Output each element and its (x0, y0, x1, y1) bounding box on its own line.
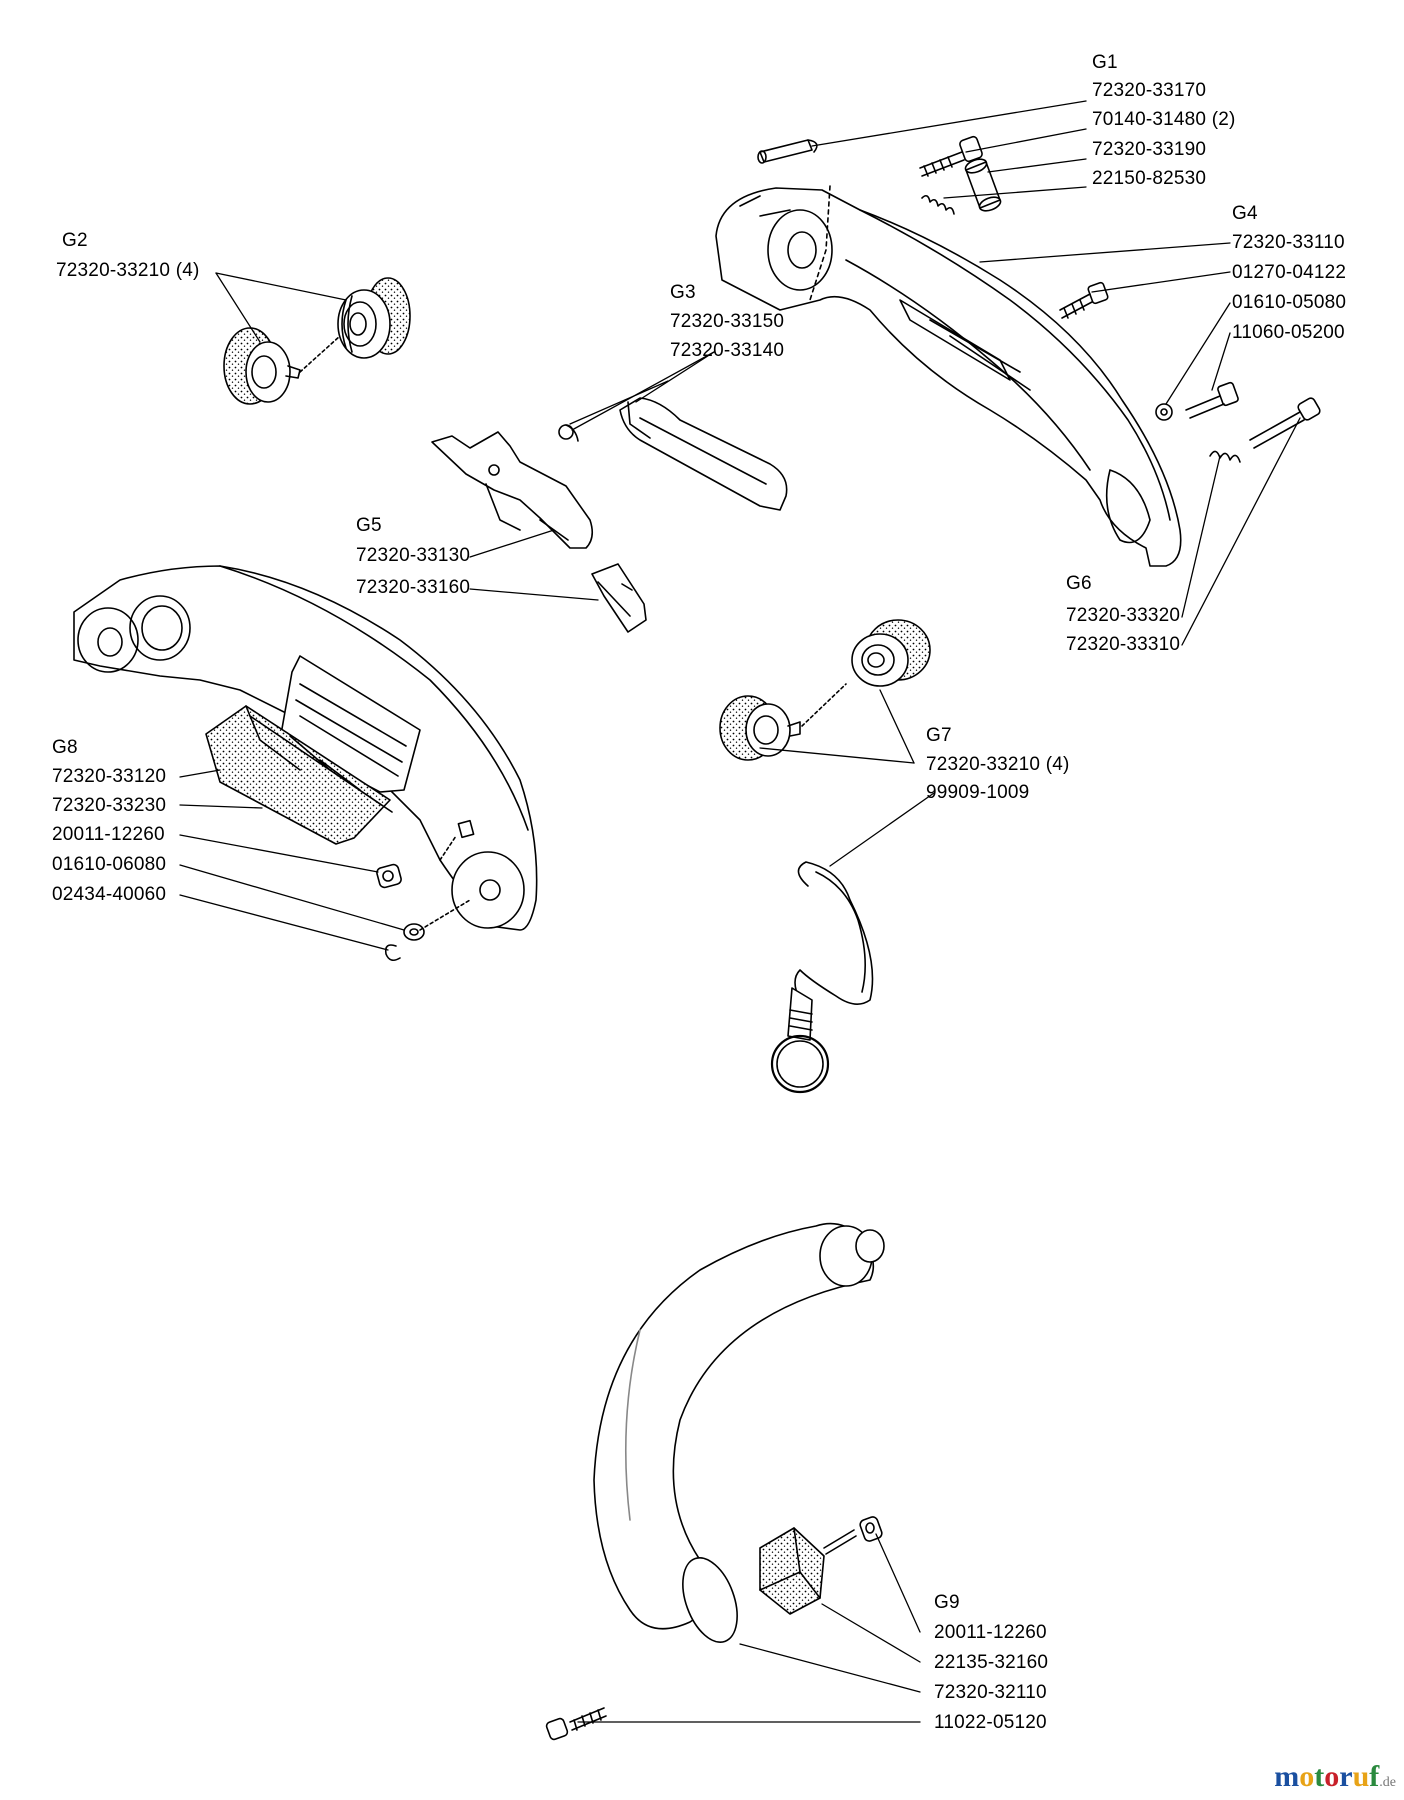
part-number: 70140-31480 (1092, 109, 1207, 130)
watermark-letter: r (1339, 1760, 1353, 1793)
part-number: 72320-33170 (1092, 80, 1207, 101)
watermark-letter: f (1369, 1760, 1380, 1793)
part-number-row: 72320-33210 (4) (56, 260, 200, 282)
part-number: 72320-33140 (670, 340, 785, 361)
group-label-g4: G4 (1232, 203, 1258, 224)
part-number: 72320-33320 (1066, 605, 1181, 626)
square-nut-part (457, 819, 475, 839)
part-number: 22150-82530 (1092, 168, 1207, 189)
damper-part (223, 327, 301, 405)
washer-part (1155, 403, 1173, 421)
part-number: 72320-33110 (1232, 232, 1345, 253)
group-label-g8: G8 (52, 737, 78, 758)
damper-part (337, 277, 411, 359)
part-number: 72320-33160 (356, 577, 471, 598)
quantity: (4) (175, 260, 200, 281)
watermark-letter: o (1324, 1760, 1340, 1793)
part-number: 11060-05200 (1232, 322, 1345, 343)
watermark-tld: .de (1379, 1775, 1396, 1790)
nut-part (859, 1516, 883, 1542)
throttle-lever (431, 431, 594, 549)
lock-part (591, 563, 647, 633)
part-number: 72320-33210 (926, 754, 1041, 775)
part-number: 72320-33230 (52, 795, 167, 816)
damper-part (851, 619, 931, 687)
group-label-g9: G9 (934, 1592, 960, 1613)
damper-part (719, 695, 801, 761)
part-number: 01610-06080 (52, 854, 167, 875)
leader-lines (179, 100, 1301, 1723)
front-tube-handle (593, 1222, 885, 1643)
spring-part (921, 194, 955, 215)
part-number: 72320-33120 (52, 766, 167, 787)
strap-part (770, 861, 874, 1094)
group-label-g2: G2 (62, 230, 88, 251)
group-label-g7: G7 (926, 725, 952, 746)
part-number: 22135-32160 (934, 1652, 1049, 1673)
knob-part (759, 1527, 857, 1615)
part-number: 72320-33310 (1066, 634, 1181, 655)
watermark-letter: o (1299, 1760, 1315, 1793)
pin-part (1249, 397, 1321, 449)
pin-part (757, 139, 818, 164)
throttle-trigger (619, 397, 788, 511)
group-label-g3: G3 (670, 282, 696, 303)
nut-part (376, 863, 402, 889)
spring-part (1209, 450, 1241, 463)
screw-part (919, 135, 983, 177)
part-number: 01610-05080 (1232, 292, 1347, 313)
watermark-logo: motoruf.de (1274, 1760, 1396, 1794)
part-number: 20011-12260 (52, 824, 165, 845)
part-number: 72320-33190 (1092, 139, 1207, 160)
watermark-letter: u (1352, 1760, 1370, 1793)
bolt-part (1185, 381, 1239, 419)
quantity: (2) (1211, 109, 1236, 130)
watermark-letter: t (1314, 1760, 1325, 1793)
part-number: 11022-05120 (934, 1712, 1047, 1733)
part-number: 72320-33150 (670, 311, 785, 332)
quantity: (4) (1045, 754, 1070, 775)
spring-part (558, 424, 579, 442)
bushing-part (964, 158, 1002, 212)
rear-handle-housing (715, 185, 1182, 567)
group-label-g6: G6 (1066, 573, 1092, 594)
filter-pad (205, 705, 393, 845)
washer-part (403, 923, 425, 941)
screw-part (1059, 281, 1109, 319)
clip-part (384, 944, 401, 962)
part-number: 72320-33130 (356, 545, 471, 566)
screw-part (545, 1707, 607, 1741)
watermark-letter: m (1274, 1760, 1300, 1793)
part-number: 72320-32110 (934, 1682, 1047, 1703)
part-number: 99909-1009 (926, 782, 1030, 803)
group-label-g5: G5 (356, 515, 382, 536)
part-number: 02434-40060 (52, 884, 167, 905)
part-number: 01270-04122 (1232, 262, 1347, 283)
part-number-row: 70140-31480 (2) (1092, 109, 1236, 131)
front-handle-housing (73, 565, 538, 931)
part-number: 72320-33210 (56, 260, 171, 281)
part-number-row: 72320-33210 (4) (926, 754, 1070, 776)
part-number: 20011-12260 (934, 1622, 1047, 1643)
group-label-g1: G1 (1092, 52, 1118, 73)
